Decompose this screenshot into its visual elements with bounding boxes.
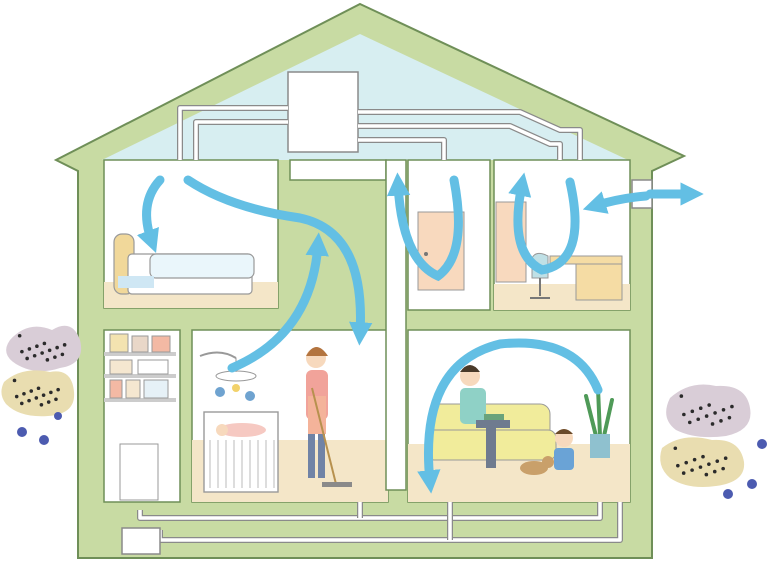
virus-icon [54,412,62,420]
pollen-dots [673,446,728,477]
pollen-dots [17,333,67,362]
pollen-cloud-icon [6,325,82,372]
airflow-arrow [582,191,651,214]
baby-crib-icon [203,411,279,493]
pollen-cloud-icon [660,437,745,487]
pollen-cloud-icon [666,384,751,438]
child-and-dog-icon [520,429,574,475]
airflow-arrow [386,172,463,282]
airflow-arrow [183,175,373,346]
virus-icon [747,479,757,489]
virus-icon [17,427,27,437]
potted-plant-icon [584,386,614,458]
bed-icon [113,233,255,295]
furnishings [104,201,623,501]
virus-icon [723,489,733,499]
outdoor-unit-icon [121,527,161,555]
airflow-arrows [136,172,704,494]
airflow-arrow [136,175,165,253]
person-reading-icon [460,365,510,468]
pollen-dots [679,394,734,426]
airflow-arrow [227,232,329,373]
virus-icon [757,439,767,449]
airflow-arrow [508,172,580,275]
person-cleaning-icon [306,347,352,487]
outdoor-pollutants-right [660,384,767,499]
pollen-dots [12,378,60,407]
outdoor-pollutants-left [1,325,82,445]
airflow-arrow [417,338,603,494]
pollen-cloud-icon [1,370,75,417]
ventilation-unit-icon [287,71,359,153]
storage-shelf-icon [104,333,176,501]
central-shaft [385,159,407,491]
virus-icon [39,435,49,445]
